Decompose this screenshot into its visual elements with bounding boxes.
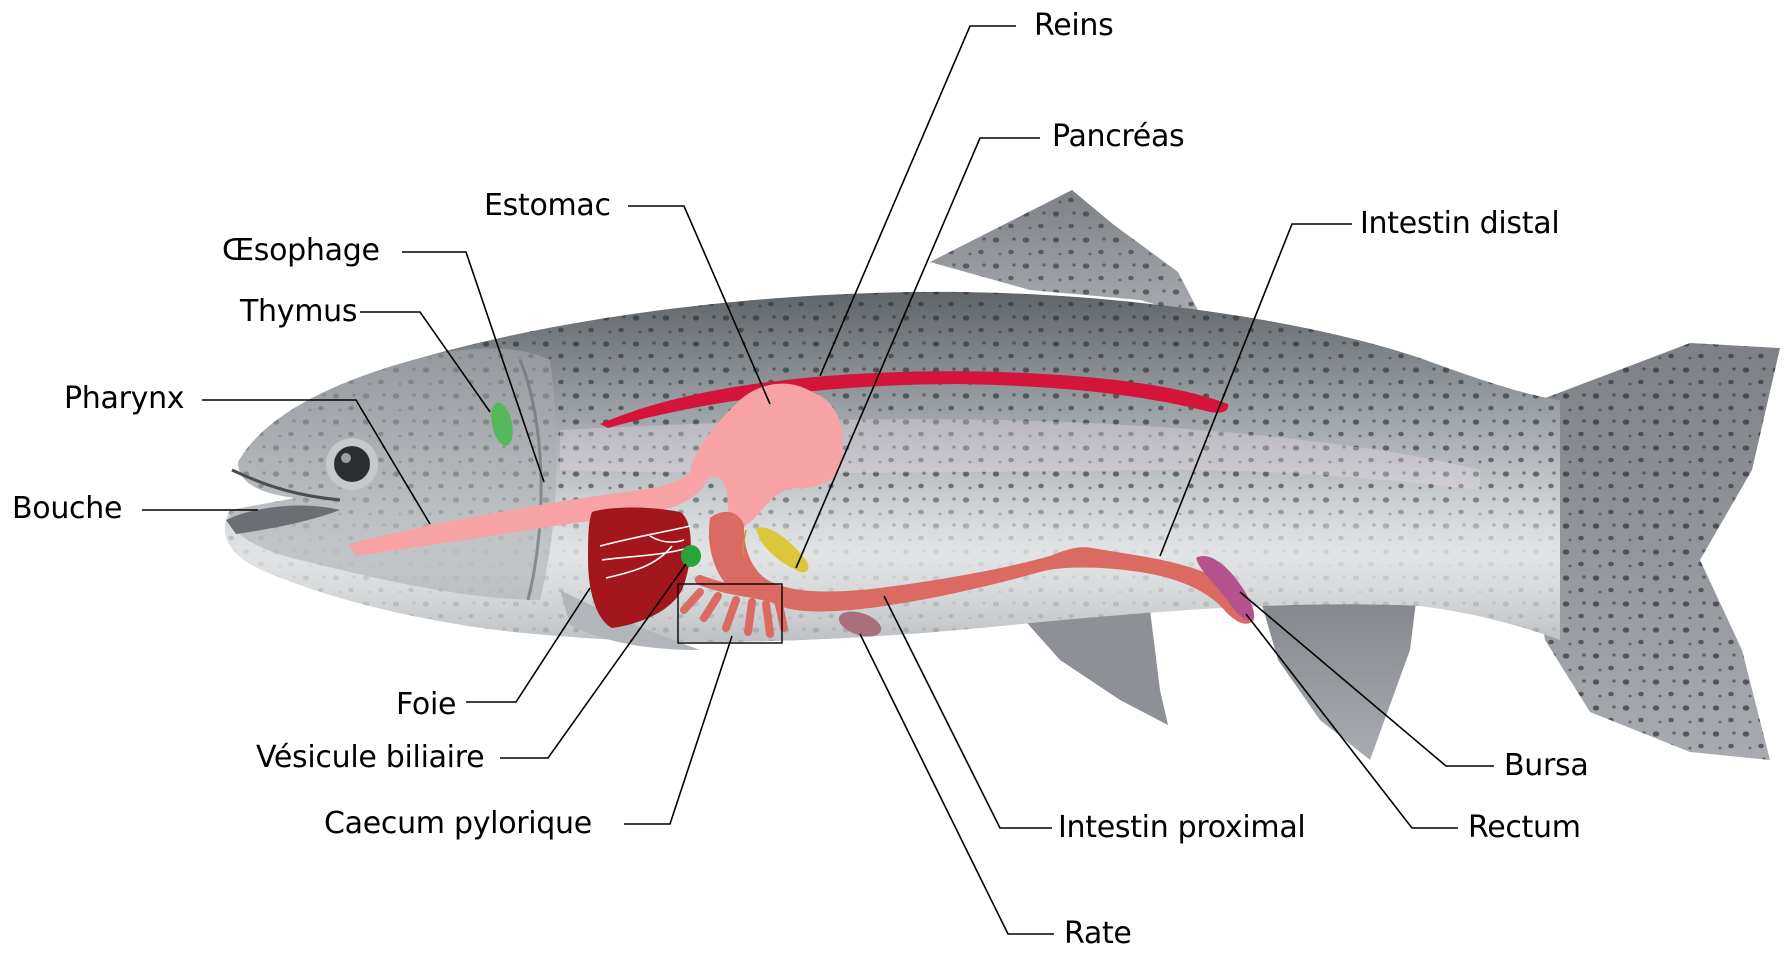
label-bouche: Bouche <box>12 492 122 526</box>
label-bursa: Bursa <box>1504 749 1588 783</box>
organ-vesicule-biliaire <box>681 545 701 567</box>
label-pancreas: Pancréas <box>1052 120 1184 154</box>
label-intestin-proximal: Intestin proximal <box>1058 811 1305 845</box>
label-oesophage: Œsophage <box>222 234 380 268</box>
label-vesicule-biliaire: Vésicule biliaire <box>256 741 484 775</box>
label-caecum-pylorique: Caecum pylorique <box>324 807 592 841</box>
label-rectum: Rectum <box>1468 811 1581 845</box>
leader-caecum-pylorique <box>624 636 732 824</box>
label-intestin-distal: Intestin distal <box>1360 207 1559 241</box>
label-rate: Rate <box>1064 917 1132 951</box>
fish-body <box>225 190 1780 760</box>
label-pharynx: Pharynx <box>64 382 184 416</box>
pelvic-fin <box>1020 610 1168 725</box>
label-estomac: Estomac <box>484 189 611 223</box>
label-thymus: Thymus <box>240 295 357 329</box>
leader-rate <box>860 634 1054 934</box>
label-reins: Reins <box>1034 9 1113 43</box>
label-foie: Foie <box>396 688 456 722</box>
